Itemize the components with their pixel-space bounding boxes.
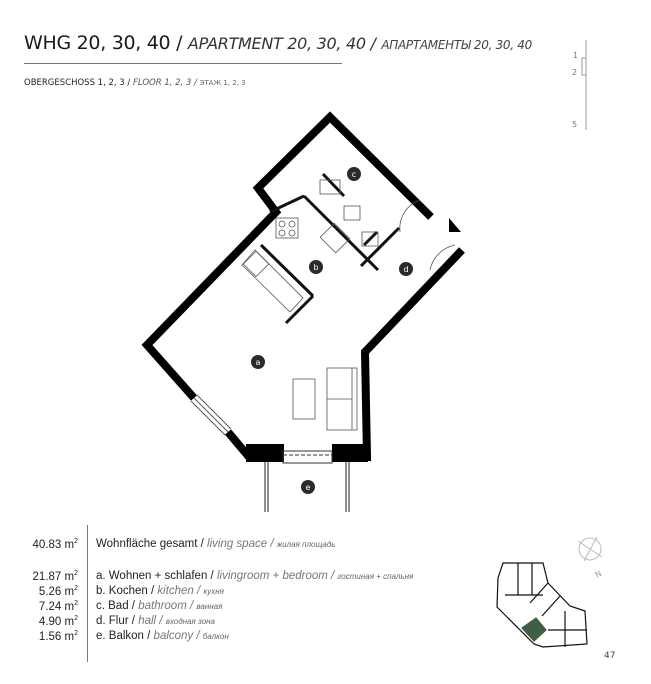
- total-area-value: 40.83 m2: [32, 538, 78, 551]
- floor-indicator: 1 2 5: [560, 40, 600, 132]
- room-area-label: a. Wohnen + schlafen / livingroom + bedr…: [96, 570, 414, 582]
- room-area-value: 7.24 m2: [38, 600, 78, 613]
- subtitle-en: FLOOR 1, 2, 3 /: [132, 78, 197, 88]
- room-label-e: e: [306, 483, 311, 492]
- subtitle-de: OBERGESCHOSS 1, 2, 3 /: [24, 78, 131, 88]
- floor-indicator-line: [581, 40, 587, 130]
- compass-icon: [577, 536, 603, 562]
- room-label-b: b: [313, 263, 318, 272]
- subtitle-ru: ЭТАЖ 1, 2, 3: [199, 79, 246, 87]
- room-label-a: a: [256, 358, 261, 367]
- floor-5: 5: [572, 120, 578, 129]
- room-area-value: 4.90 m2: [38, 615, 78, 628]
- room-area-label: b. Kochen / kitchen / кухня: [96, 585, 224, 597]
- room-label-c: c: [352, 170, 356, 179]
- room-label-d: d: [403, 265, 408, 274]
- room-area-value: 5.26 m2: [38, 585, 78, 598]
- title-divider: [24, 63, 342, 64]
- balcony-door: [282, 450, 333, 464]
- bottom-wall-band: [246, 444, 368, 462]
- title-en: APARTMENT 20, 30, 40 /: [187, 34, 376, 53]
- room-area-label: d. Flur / hall / входная зона: [96, 615, 215, 627]
- title-de: WHG 20, 30, 40 /: [24, 32, 183, 54]
- interior-walls: [259, 172, 401, 325]
- fixtures: [241, 179, 456, 431]
- room-area-value: 1.56 m2: [38, 630, 78, 643]
- floor-subtitle: OBERGESCHOSS 1, 2, 3 / FLOOR 1, 2, 3 / Э…: [24, 78, 246, 88]
- window-left: [190, 394, 232, 436]
- room-area-value: 21.87 m2: [32, 570, 78, 583]
- room-markers: a b c d e: [251, 167, 413, 494]
- balcony: [264, 462, 350, 512]
- room-area-label: c. Bad / bathroom / ванная: [96, 600, 223, 612]
- areas-divider: [87, 525, 88, 662]
- entrance-arrow-icon: [449, 218, 461, 232]
- compass-north-label: N: [594, 569, 604, 580]
- room-area-label: e. Balkon / balcony / балкон: [96, 630, 229, 642]
- page-number: 47: [604, 651, 616, 661]
- building-keyplan: [496, 562, 588, 648]
- floor-1: 1: [573, 51, 579, 60]
- title-ru: АПАРТАМЕНТЫ 20, 30, 40: [381, 38, 532, 52]
- page-title: WHG 20, 30, 40 / APARTMENT 20, 30, 40 / …: [24, 32, 532, 54]
- floor-2: 2: [572, 68, 578, 77]
- total-area-label: Wohnfläche gesamt / living space / жилая…: [96, 538, 336, 550]
